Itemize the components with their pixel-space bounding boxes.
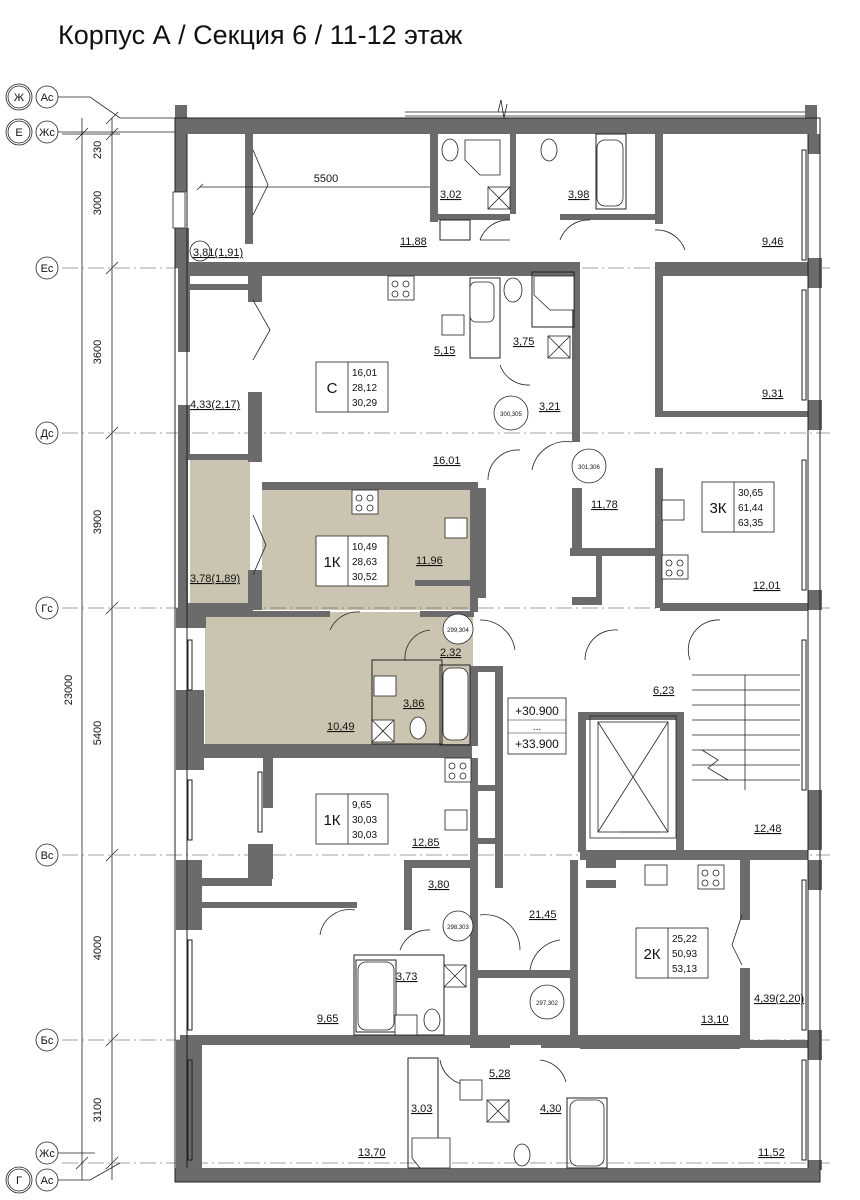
section-marker: 297,302 bbox=[536, 1001, 558, 1007]
apartment-full-area: 63,35 bbox=[738, 518, 763, 529]
apartment-tag-studio[interactable]: С 16,01 28,12 30,29 bbox=[315, 361, 389, 413]
walls bbox=[175, 105, 822, 1182]
room-area: 13,70 bbox=[358, 1147, 386, 1159]
axis-label: Жс bbox=[39, 1148, 55, 1160]
axis-label: Е bbox=[15, 127, 22, 139]
room-area: 6,23 bbox=[653, 685, 674, 697]
apartment-living-area: 9,65 bbox=[352, 800, 372, 811]
highlighted-apartment-1k[interactable] bbox=[190, 455, 473, 744]
dim-5400: 5400 bbox=[92, 721, 104, 745]
apartment-total-area: 28,63 bbox=[352, 557, 377, 568]
apartment-full-area: 30,03 bbox=[352, 830, 377, 841]
apartment-type: 1К bbox=[323, 554, 340, 571]
axis-label: Ж bbox=[14, 92, 24, 104]
room-area: 9,46 bbox=[762, 236, 783, 248]
axis-label-vs: Вс bbox=[41, 850, 54, 862]
room-area: 3,78(1,89) bbox=[190, 573, 240, 585]
axis-label: Ас bbox=[41, 92, 54, 104]
room-area: 5,28 bbox=[489, 1068, 510, 1080]
apartment-total-area: 28,12 bbox=[352, 383, 377, 394]
room-area: 3,75 bbox=[513, 336, 534, 348]
apartment-living-area: 30,65 bbox=[738, 488, 763, 499]
apartment-total-area: 61,44 bbox=[738, 503, 763, 514]
level-top: +30.900 bbox=[515, 704, 559, 718]
axis-label: Жс bbox=[39, 127, 55, 139]
section-marker: 300,305 bbox=[500, 412, 522, 418]
apartment-full-area: 30,29 bbox=[352, 398, 377, 409]
dim-3600: 3600 bbox=[92, 340, 104, 364]
apartment-tag-3k[interactable]: 3К 30,65 61,44 63,35 bbox=[701, 481, 775, 533]
room-area: 16,01 bbox=[433, 455, 461, 467]
dim-3100: 3100 bbox=[92, 1098, 104, 1122]
section-marker: 299,304 bbox=[447, 628, 469, 634]
section-marker: 298,303 bbox=[447, 925, 469, 931]
apartment-total-area: 30,03 bbox=[352, 815, 377, 826]
room-area: 11,78 bbox=[591, 499, 618, 511]
room-area: 3,81(1,91) bbox=[193, 247, 243, 259]
room-area: 3,21 bbox=[539, 401, 560, 413]
apartment-type: 3К bbox=[709, 500, 726, 517]
apartment-living-area: 16,01 bbox=[352, 368, 377, 379]
room-area: 4,33(2,17) bbox=[190, 399, 240, 411]
apartment-tag-1k-highlighted[interactable]: 1К 10,49 28,63 30,52 bbox=[315, 535, 389, 587]
room-area: 12,85 bbox=[412, 837, 440, 849]
room-area: 5,15 bbox=[434, 345, 455, 357]
room-area: 4,39(2,20) bbox=[754, 993, 804, 1005]
dim-5500: 5500 bbox=[314, 173, 338, 185]
apartment-tag-1k[interactable]: 1К 9,65 30,03 30,03 bbox=[315, 793, 389, 845]
dim-3000: 3000 bbox=[92, 191, 104, 215]
dimension-chain bbox=[62, 111, 120, 1180]
apartment-living-area: 10,49 bbox=[352, 542, 377, 553]
room-area: 11,52 bbox=[758, 1147, 785, 1159]
level-bottom: +33.900 bbox=[515, 737, 559, 751]
room-area: 3,80 bbox=[428, 879, 449, 891]
room-area: 9,31 bbox=[762, 388, 783, 400]
apartment-full-area: 30,52 bbox=[352, 572, 377, 583]
room-area: 12,48 bbox=[754, 823, 782, 835]
room-area: 9,65 bbox=[317, 1013, 338, 1025]
room-area: 3,98 bbox=[568, 189, 589, 201]
room-area: 4,30 bbox=[540, 1103, 561, 1115]
room-area: 11,96 bbox=[416, 555, 443, 567]
apartment-total-area: 50,93 bbox=[672, 949, 697, 960]
level-marker bbox=[507, 697, 567, 755]
dim-23000: 23000 bbox=[63, 675, 75, 706]
axis-label: Г bbox=[16, 1175, 22, 1187]
room-area: 21,45 bbox=[529, 909, 557, 921]
dim-3900: 3900 bbox=[92, 510, 104, 534]
axis-label-gs: Гс bbox=[41, 603, 53, 615]
room-area: 10,49 bbox=[327, 721, 355, 733]
axis-label-bs: Бс bbox=[41, 1035, 54, 1047]
axis-label: Ас bbox=[41, 1175, 54, 1187]
axis-label-es: Ес bbox=[41, 263, 54, 275]
dim-4000: 4000 bbox=[92, 936, 104, 960]
apartment-tag-2k[interactable]: 2К 25,22 50,93 53,13 bbox=[635, 927, 709, 979]
apartment-type: 1К bbox=[323, 812, 340, 829]
room-area: 3,03 bbox=[411, 1103, 432, 1115]
room-area: 12,01 bbox=[753, 580, 781, 592]
room-area: 3,86 bbox=[403, 698, 424, 710]
room-area: 3,02 bbox=[440, 189, 461, 201]
level-separator: ... bbox=[533, 722, 541, 733]
apartment-type: С bbox=[327, 380, 338, 397]
room-area: 3,73 bbox=[396, 971, 417, 983]
section-marker: 301,306 bbox=[578, 465, 600, 471]
apartment-type: 2К bbox=[643, 946, 660, 963]
apartment-full-area: 53,13 bbox=[672, 964, 697, 975]
room-area: 13,10 bbox=[701, 1014, 729, 1026]
page-title: Корпус А / Секция 6 / 11-12 этаж bbox=[58, 20, 463, 50]
dim-230: 230 bbox=[92, 141, 104, 159]
room-area: 11,88 bbox=[400, 236, 427, 248]
axis-label-ds: Дс bbox=[41, 428, 54, 440]
room-area: 2,32 bbox=[440, 647, 461, 659]
apartment-living-area: 25,22 bbox=[672, 934, 697, 945]
